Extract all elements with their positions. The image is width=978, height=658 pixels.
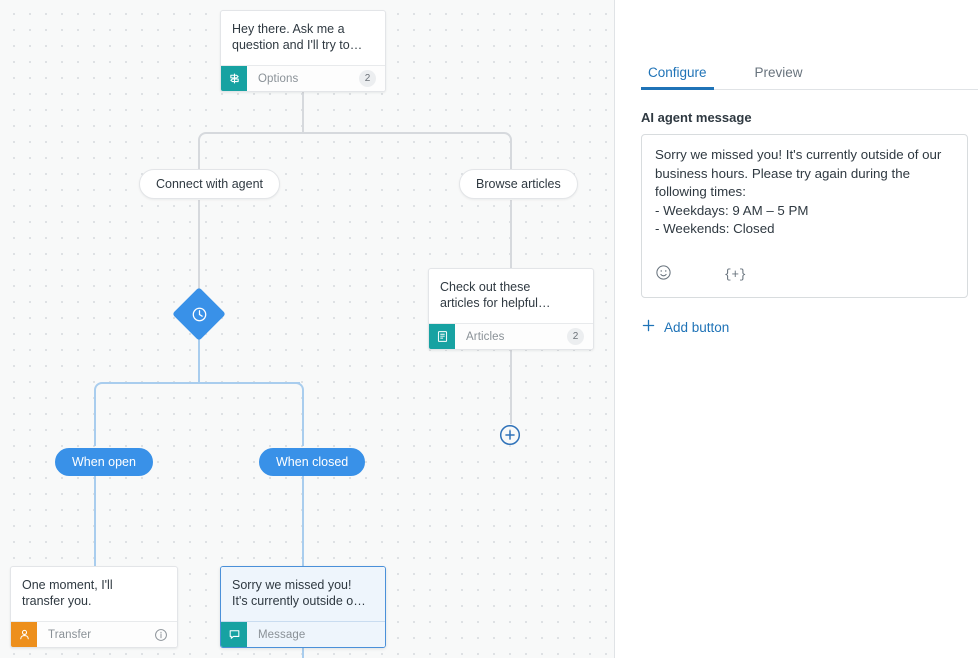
node-greeting-badge: 2 [359,70,376,87]
edge-split-horizontal [206,132,504,134]
node-closed-message[interactable]: Sorry we missed you! It's currently outs… [220,566,386,648]
node-articles-message: Check out these articles for helpful… [440,280,551,310]
edge-browse-to-articles [510,200,512,268]
option-browse-articles-label: Browse articles [476,177,561,191]
edge-to-browse-articles [510,140,512,169]
node-articles[interactable]: Check out these articles for helpful… Ar… [428,268,594,350]
edge-branch-horizontal [102,382,300,384]
edge-closed-to-message [302,476,304,566]
article-icon [429,323,455,349]
edge-to-when-open [94,390,96,446]
condition-when-closed[interactable]: When closed [259,448,366,476]
edge-to-when-closed [302,390,304,446]
info-icon[interactable] [154,628,168,642]
node-closed-message-footer[interactable]: Message [221,621,385,647]
editor-toolbar: {+} [655,264,747,286]
variable-placeholder-icon[interactable]: {+} [724,268,747,282]
canvas-panel-divider [614,0,615,658]
node-transfer[interactable]: One moment, I'll transfer you. Transfer [10,566,178,648]
option-connect-with-agent[interactable]: Connect with agent [139,169,281,199]
add-button-label: Add button [664,319,730,335]
option-connect-with-agent-label: Connect with agent [156,177,264,191]
message-icon [221,621,247,647]
edge-branch-corner-right [294,382,304,392]
edge-corner-right [502,132,512,142]
agent-icon [11,621,37,647]
node-transfer-message: One moment, I'll transfer you. [22,578,113,608]
signpost-icon [221,65,247,91]
node-articles-badge: 2 [567,328,584,345]
option-browse-articles[interactable]: Browse articles [459,169,578,199]
node-articles-footer[interactable]: Articles 2 [429,323,593,349]
condition-when-open-label: When open [72,455,136,469]
node-transfer-footer[interactable]: Transfer [11,621,177,647]
ai-agent-message-value[interactable]: Sorry we missed you! It's currently outs… [655,147,942,236]
edge-branch-corner-left [94,382,104,392]
tab-preview-label: Preview [754,65,803,80]
edge-message-down [302,646,304,658]
configure-panel: Configure Preview AI agent message Sorry… [615,0,978,658]
edge-open-to-transfer [94,476,96,566]
clock-icon [180,295,218,333]
edge-to-connect-agent [198,140,200,169]
node-greeting-footer-label: Options [258,72,299,85]
flow-canvas[interactable]: Hey there. Ask me a question and I'll tr… [0,0,614,658]
node-articles-footer-label: Articles [466,330,505,343]
edge-agent-to-hours [198,200,200,296]
condition-when-open[interactable]: When open [55,448,153,476]
condition-when-closed-label: When closed [276,455,349,469]
edge-greeting-down [302,92,304,132]
node-closed-message-footer-label: Message [258,628,306,641]
edge-corner-left [198,132,208,142]
add-button-link[interactable]: Add button [641,318,729,336]
plus-icon [641,318,656,336]
node-greeting-message: Hey there. Ask me a question and I'll tr… [232,22,363,52]
node-greeting[interactable]: Hey there. Ask me a question and I'll tr… [220,10,386,92]
panel-tabs: Configure Preview [615,40,978,90]
edge-articles-to-add [510,346,512,424]
tab-configure-label: Configure [648,65,707,80]
tab-preview[interactable]: Preview [748,65,810,90]
emoji-smiley-icon[interactable] [655,264,672,286]
section-title-ai-agent-message: AI agent message [641,110,752,125]
node-greeting-footer[interactable]: Options 2 [221,65,385,91]
add-step-button[interactable] [499,424,521,446]
tab-configure[interactable]: Configure [641,65,714,90]
node-closed-message-text: Sorry we missed you! It's currently outs… [221,567,385,621]
ai-agent-message-editor[interactable]: Sorry we missed you! It's currently outs… [641,134,968,298]
edge-hours-down [198,332,200,382]
node-transfer-footer-label: Transfer [48,628,92,641]
